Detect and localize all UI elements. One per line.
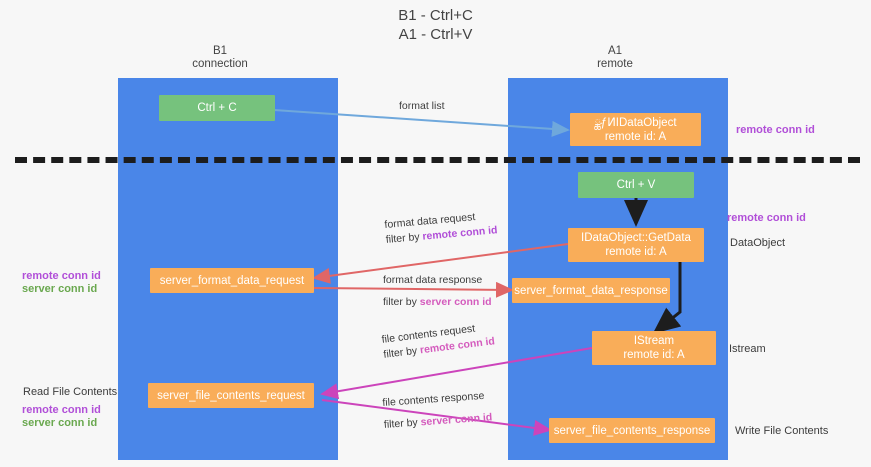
column-header-a1-name: A1	[607, 45, 623, 57]
filter-prefix: filter by	[383, 416, 422, 431]
node-idataobject[interactable]: ྪƒͶIDataObject remote id: A	[570, 113, 701, 146]
arrow-label-format-data-request: format data request filter by remote con…	[384, 209, 498, 247]
right-note-remote-conn-id-mid: remote conn id	[727, 212, 806, 224]
node-server-file-contents-request-label: server_file_contents_request	[157, 389, 305, 402]
arrow-label-file-contents-request: file contents request filter by remote c…	[381, 320, 496, 361]
right-note-remote-conn-id-top: remote conn id	[736, 124, 815, 136]
node-server-format-data-response[interactable]: server_format_data_response	[512, 278, 670, 303]
arrow-label-file-contents-response-text: file contents response	[382, 389, 485, 409]
left-note-remote-conn-id-mid: remote conn id	[22, 270, 101, 282]
node-server-format-data-request[interactable]: server_format_data_request	[150, 268, 314, 293]
node-ctrl-v[interactable]: Ctrl + V	[578, 172, 694, 198]
arrow-label-format-data-response: format data response filter by server co…	[383, 274, 492, 309]
left-note-read-file-contents: Read File Contents	[23, 386, 118, 398]
node-server-format-data-response-label: server_format_data_response	[514, 284, 668, 297]
column-header-b1: B1 connection	[150, 45, 290, 71]
filter-key-server-conn-id: server conn id	[420, 411, 493, 429]
node-istream-line-2: remote id: A	[623, 349, 685, 361]
arrow-label-format-list-text: format list	[399, 100, 445, 112]
filter-prefix: filter by	[383, 296, 420, 308]
node-idataobject-getdata[interactable]: IDataObject::GetData remote id: A	[568, 228, 704, 262]
node-istream-line-1: IStream	[633, 335, 675, 347]
filter-key-server-conn-id: server conn id	[419, 296, 492, 308]
filter-prefix: filter by	[382, 344, 421, 361]
arrow-label-format-data-response-filter: filter by server conn id	[383, 296, 492, 309]
node-idataobject-line-1: ྪƒͶIDataObject	[594, 116, 677, 129]
right-note-dataobject: DataObject	[730, 237, 786, 249]
page-title: B1 - Ctrl+C A1 - Ctrl+V	[0, 6, 871, 44]
node-server-file-contents-response[interactable]: server_file_contents_response	[549, 418, 715, 443]
arrow-label-format-data-response-text: format data response	[383, 274, 483, 286]
node-server-file-contents-request[interactable]: server_file_contents_request	[148, 383, 314, 408]
arrow-label-file-contents-response: file contents response filter by server …	[382, 389, 493, 431]
node-server-format-data-request-label: server_format_data_request	[159, 274, 305, 287]
node-idataobject-line-2: remote id: A	[604, 130, 667, 143]
node-istream[interactable]: IStream remote id: A	[592, 331, 716, 365]
column-header-b1-role: connection	[192, 58, 248, 70]
arrow-label-format-list: format list	[399, 100, 445, 113]
column-header-a1: A1 remote	[545, 45, 685, 71]
node-ctrl-c[interactable]: Ctrl + C	[159, 95, 275, 121]
node-ctrl-v-label: Ctrl + V	[616, 179, 656, 191]
left-note-server-conn-id-bottom: server conn id	[22, 417, 98, 429]
left-note-remote-conn-id-bottom: remote conn id	[22, 404, 101, 416]
column-header-a1-role: remote	[597, 58, 633, 70]
node-getdata-line-1: IDataObject::GetData	[581, 232, 691, 244]
left-note-server-conn-id-mid: server conn id	[22, 283, 98, 295]
column-header-b1-name: B1	[212, 45, 228, 57]
node-server-file-contents-response-label: server_file_contents_response	[553, 424, 711, 437]
node-getdata-line-2: remote id: A	[605, 246, 667, 258]
arrow-label-file-contents-response-filter: filter by server conn id	[384, 411, 493, 432]
filter-prefix: filter by	[385, 230, 423, 246]
node-ctrl-c-label: Ctrl + C	[197, 102, 237, 114]
phase-divider	[15, 157, 860, 163]
title-line-2: A1 - Ctrl+V	[398, 26, 473, 43]
title-line-1: B1 - Ctrl+C	[398, 7, 473, 24]
right-note-istream: Istream	[729, 343, 766, 355]
right-note-write-file-contents: Write File Contents	[735, 425, 829, 437]
